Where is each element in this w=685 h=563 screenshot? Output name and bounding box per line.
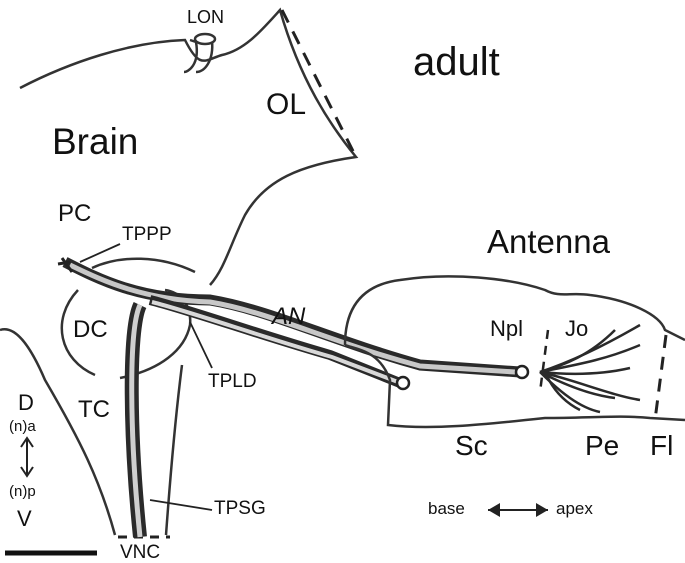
label-lon: LON: [187, 7, 225, 27]
label-an: AN: [272, 303, 306, 330]
ol-dashed-line: [280, 9, 358, 158]
label-tpld: TPLD: [208, 371, 257, 392]
tpld-pointer: [189, 321, 213, 369]
arrow-head-left: [488, 503, 500, 517]
title-adult: adult: [413, 40, 500, 84]
antennal-nerve: [62, 257, 530, 391]
arrow-head-right: [536, 503, 548, 517]
label-pe: Pe: [585, 430, 620, 461]
axis-ventral: V: [17, 506, 32, 531]
lon-tube-end: [193, 32, 217, 46]
tc-outline-right: [164, 364, 184, 536]
label-npl: Npl: [490, 316, 524, 341]
label-ol: OL: [266, 88, 307, 121]
axis-posterior: (n)p: [9, 483, 36, 500]
dv-arrow-head-up: [20, 436, 34, 448]
label-sc: Sc: [455, 430, 488, 461]
label-vnc: VNC: [120, 542, 161, 563]
pc-arc: [91, 257, 196, 274]
antenna-outline: [343, 275, 685, 346]
label-jo: Jo: [565, 316, 589, 341]
brain-outline: [19, 7, 359, 286]
fl-dashed: [653, 334, 668, 421]
tppp-tip: [57, 257, 74, 273]
label-tppp: TPPP: [122, 224, 172, 245]
johnstons-organ: [539, 323, 641, 414]
direction-base: base: [428, 499, 465, 518]
axis-anterior: (n)a: [9, 418, 36, 435]
pe-dashed-left: [538, 329, 550, 393]
axis-dorsal: D: [18, 390, 34, 415]
dv-arrow-head-down: [20, 466, 34, 478]
antenna-outline-lower: [344, 343, 685, 429]
tppp-pointer: [79, 243, 121, 263]
label-brain: Brain: [52, 121, 139, 162]
tc-outline: [0, 328, 117, 536]
label-dc: DC: [73, 316, 108, 343]
direction-apex: apex: [556, 499, 593, 518]
tpsg-pointer: [149, 499, 213, 511]
label-tc: TC: [78, 396, 110, 423]
label-antenna: Antenna: [487, 223, 610, 260]
label-fl: Fl: [650, 430, 674, 461]
label-pc: PC: [58, 200, 92, 227]
label-tpsg: TPSG: [214, 498, 266, 519]
tpsg-tract-inner: [129, 303, 143, 538]
